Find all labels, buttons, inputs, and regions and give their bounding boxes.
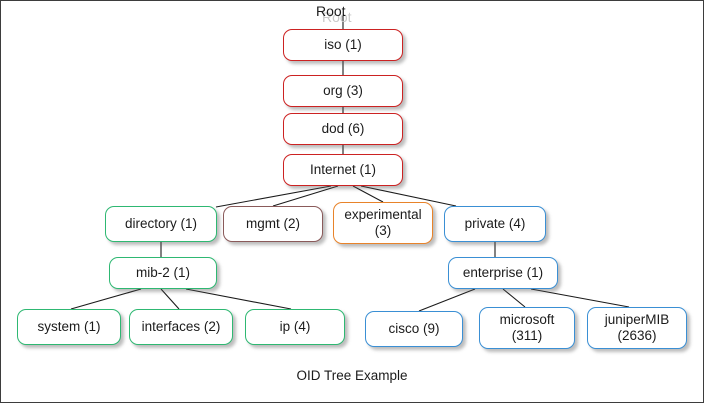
node-label-enterprise: enterprise (1) [462,265,544,281]
root-label: Root [316,3,346,19]
node-cisco[interactable]: cisco (9) [365,311,463,347]
node-iso[interactable]: iso (1) [283,29,403,61]
node-private[interactable]: private (4) [444,206,546,242]
node-org[interactable]: org (3) [283,75,403,107]
node-label-interfaces: interfaces (2) [141,319,221,335]
node-label-system: system (1) [37,319,101,335]
node-label-iso: iso (1) [324,37,362,53]
node-label-dod: dod (6) [321,121,365,137]
edge-mib2-system [70,288,142,310]
edge-internet-directory [215,185,332,208]
node-label-directory: directory (1) [124,216,197,232]
node-junipermib[interactable]: juniperMIB(2636) [587,307,687,349]
node-label-experimental: experimental(3) [344,207,422,238]
node-experimental[interactable]: experimental(3) [333,202,433,244]
node-mib2[interactable]: mib-2 (1) [109,257,217,289]
node-label-microsoft: microsoft(311) [499,312,555,343]
node-mgmt[interactable]: mgmt (2) [223,206,323,242]
edge-enterprise-junipermib [530,288,630,308]
node-interfaces[interactable]: interfaces (2) [129,309,233,345]
edge-mib2-ip [185,288,292,310]
node-dod[interactable]: dod (6) [283,113,403,145]
node-ip[interactable]: ip (4) [245,309,345,345]
edge-internet-experimental [352,185,384,203]
edge-enterprise-cisco [418,288,476,312]
node-label-org: org (3) [323,83,363,99]
edge-mib2-interfaces [160,288,180,310]
root-label-ghost: Root [322,9,352,25]
node-microsoft[interactable]: microsoft(311) [479,307,575,349]
node-label-ip: ip (4) [279,319,311,335]
node-label-cisco: cisco (9) [388,321,440,337]
node-label-junipermib: juniperMIB(2636) [604,312,670,343]
node-label-mgmt: mgmt (2) [246,216,300,232]
node-label-internet: Internet (1) [309,162,377,178]
node-directory[interactable]: directory (1) [105,206,217,242]
node-enterprise[interactable]: enterprise (1) [448,257,558,289]
figure-caption: OID Tree Example [296,368,408,383]
edge-enterprise-microsoft [502,288,526,308]
edge-internet-mgmt [272,185,339,207]
node-label-private: private (4) [464,216,526,232]
node-system[interactable]: system (1) [17,309,121,345]
node-internet[interactable]: Internet (1) [283,154,403,186]
node-label-mib2: mib-2 (1) [135,265,190,281]
